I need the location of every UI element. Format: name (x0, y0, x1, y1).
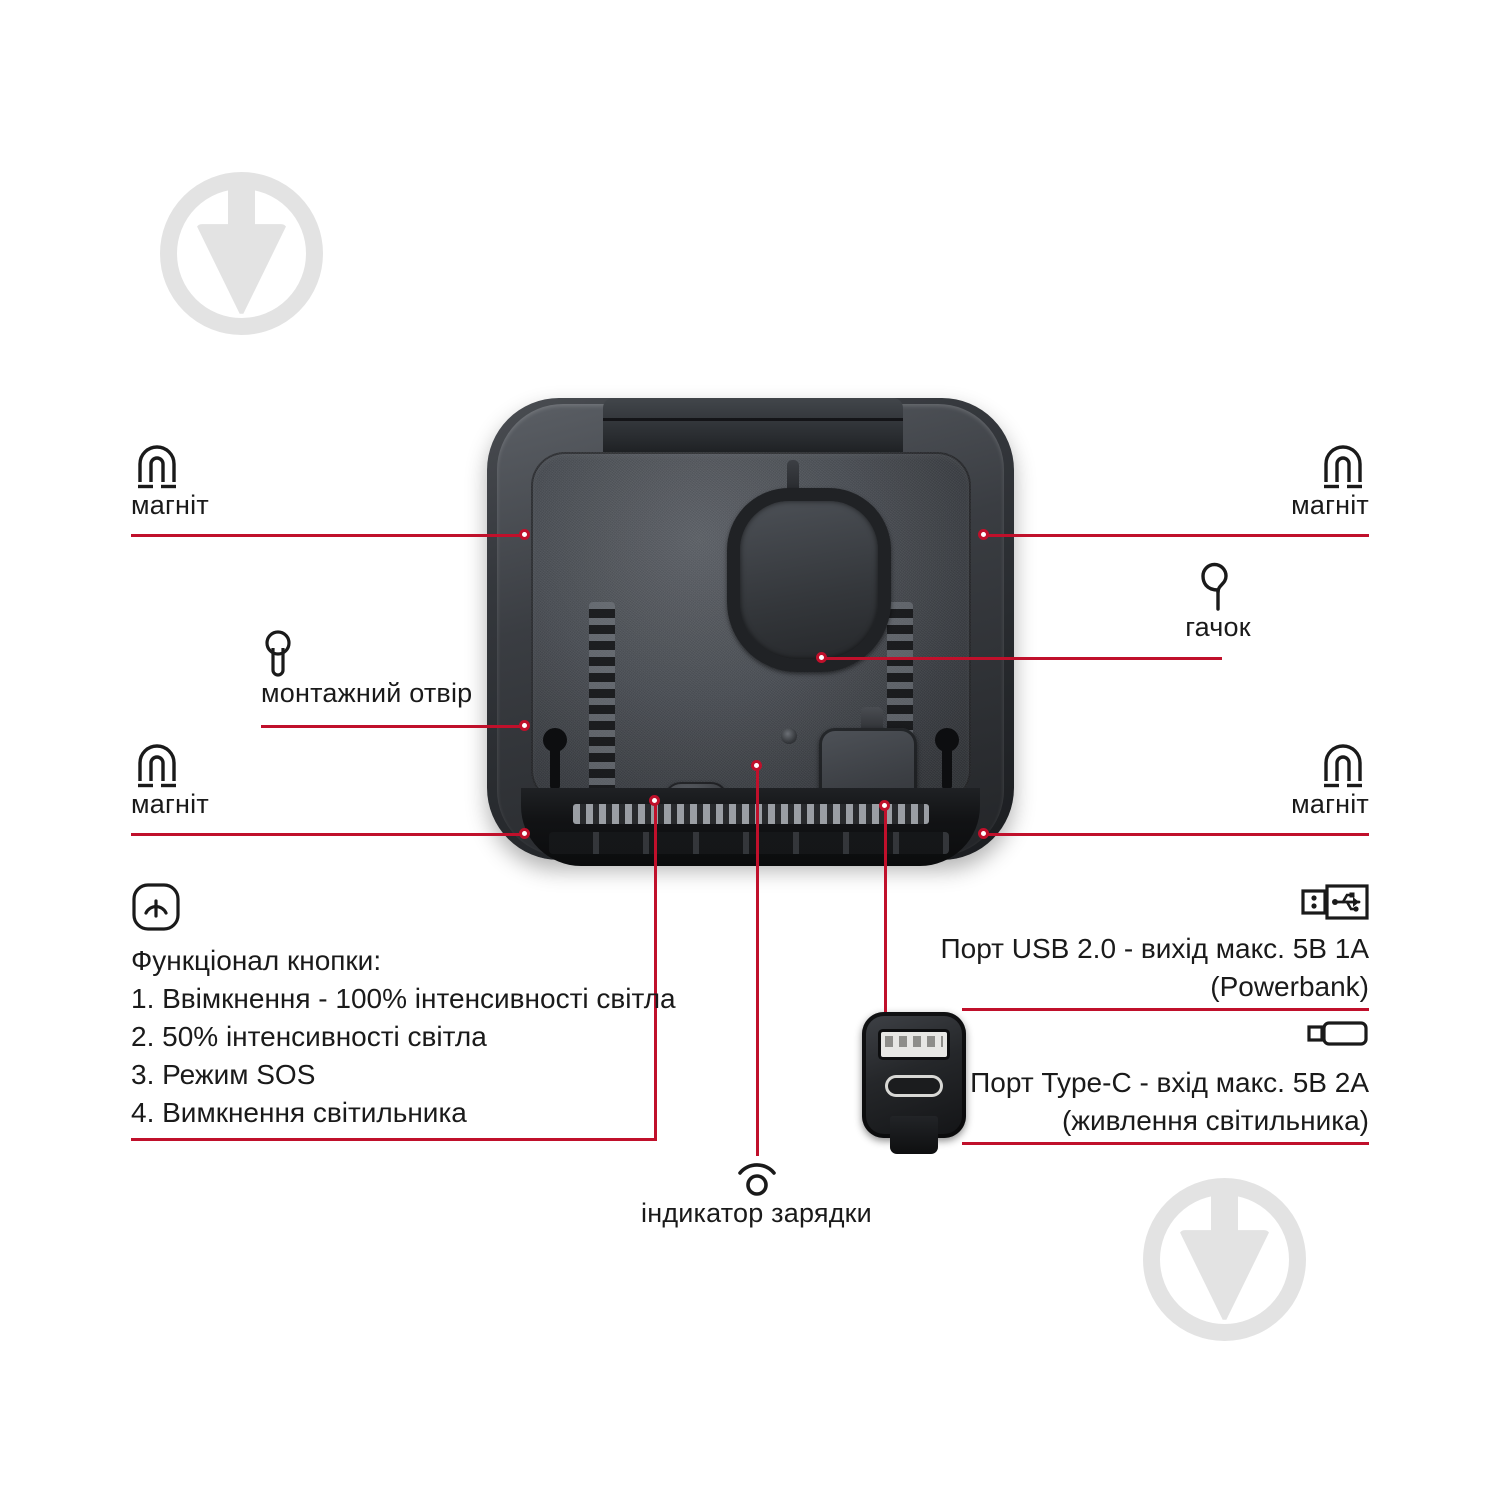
callout-label: магніт (131, 789, 209, 819)
callout-mounting-hole: монтажний отвір (261, 628, 472, 709)
usb-port-icon (1301, 884, 1369, 920)
leader-line-magnet-top-right (983, 534, 1369, 537)
usb-a-port-detail (881, 1032, 947, 1057)
leader-dot-magnet-bottom-left (519, 828, 530, 839)
leader-dot-magnet-top-right (978, 529, 989, 540)
leader-line-hook (822, 657, 1222, 660)
callout-label: магніт (131, 490, 209, 520)
type-c-port-text: Порт Type-C - вхід макс. 5В 2А (живлення… (970, 1064, 1369, 1140)
callout-magnet-top-right: магніт (1291, 440, 1369, 521)
product-back-plate (531, 452, 971, 860)
callout-label: магніт (1291, 490, 1369, 520)
type-c-port-line-2: (живлення світильника) (1061, 1105, 1369, 1137)
leader-line-magnet-bottom-right (983, 833, 1369, 836)
hanging-hook-ring (727, 488, 891, 672)
leader-line-magnet-top-left (131, 534, 525, 537)
usb-port-line-2: (Powerbank) (1210, 971, 1369, 1003)
magnet-icon (1291, 739, 1369, 789)
hook-icon (1143, 560, 1293, 612)
keyhole-icon (261, 628, 472, 678)
button-function-text: Функціонал кнопки: 1. Ввімкнення - 100% … (131, 942, 676, 1132)
callout-hook: гачок (1143, 560, 1293, 643)
small-screw-hole (781, 728, 797, 744)
leader-dot-magnet-bottom-right (978, 828, 989, 839)
button-function-step-4: 4. Вимкнення світильника (131, 1097, 467, 1129)
vent-ribs-left (589, 602, 615, 792)
callout-charge-indicator: індикатор зарядки (604, 1158, 909, 1229)
rubber-flap-detail (890, 1116, 938, 1154)
type-c-port-icon (1307, 1018, 1369, 1048)
usb-port-text: Порт USB 2.0 - вихід макс. 5В 1А (Powerb… (941, 930, 1370, 1006)
usb-port-line-1: Порт USB 2.0 - вихід макс. 5В 1А (940, 933, 1370, 964)
magnet-icon (1291, 440, 1369, 490)
leader-line-usb (962, 1008, 1369, 1011)
type-c-port-block (1307, 1018, 1369, 1048)
callout-label: гачок (1185, 612, 1251, 642)
callout-magnet-top-left: магніт (131, 440, 209, 521)
magnet-icon (131, 739, 209, 789)
leader-dot-magnet-top-left (519, 529, 530, 540)
leader-line-button-horizontal (131, 1138, 657, 1141)
magnet-icon (131, 440, 209, 490)
product-rear-view (487, 398, 1014, 893)
callout-label: монтажний отвір (261, 678, 473, 708)
leader-dot-button (649, 795, 660, 806)
port-detail-inset (862, 1012, 976, 1154)
leader-dot-port-cover (879, 800, 890, 811)
bottom-grille (521, 788, 980, 866)
callout-label: магніт (1291, 789, 1369, 819)
button-function-step-3: 3. Режим SOS (131, 1059, 316, 1091)
mounting-keyhole-left (543, 728, 567, 790)
leader-line-button-vertical (654, 800, 657, 1141)
leader-line-magnet-bottom-left (131, 833, 525, 836)
leader-dot-hook (816, 652, 827, 663)
leader-line-port-cover (884, 805, 887, 1012)
button-function-title: Функціонал кнопки: (131, 945, 382, 976)
type-c-port-detail (888, 1078, 940, 1094)
leader-line-type-c (962, 1142, 1369, 1145)
leader-dot-charge-indicator (751, 760, 762, 771)
watermark-logo-top-left (160, 172, 323, 335)
callout-magnet-bottom-left: магніт (131, 739, 209, 820)
button-function-step-1: 1. Ввімкнення - 100% інтенсивності світл… (131, 983, 676, 1015)
mounting-keyhole-right (935, 728, 959, 790)
button-function-step-2: 2. 50% інтенсивності світла (131, 1021, 487, 1053)
leader-line-charge-indicator (756, 765, 759, 1156)
type-c-port-line-1: Порт Type-C - вхід макс. 5В 2А (970, 1067, 1369, 1098)
callout-magnet-bottom-right: магніт (1291, 739, 1369, 820)
signal-indicator-icon (604, 1158, 909, 1198)
callout-label: індикатор зарядки (641, 1198, 872, 1228)
button-function-block (131, 882, 181, 932)
leader-dot-mounting-hole (519, 720, 530, 731)
leader-line-mounting-hole (261, 725, 525, 728)
usb-port-block (1301, 884, 1369, 920)
watermark-logo-bottom-right (1143, 1178, 1306, 1341)
power-button-icon (131, 882, 181, 932)
